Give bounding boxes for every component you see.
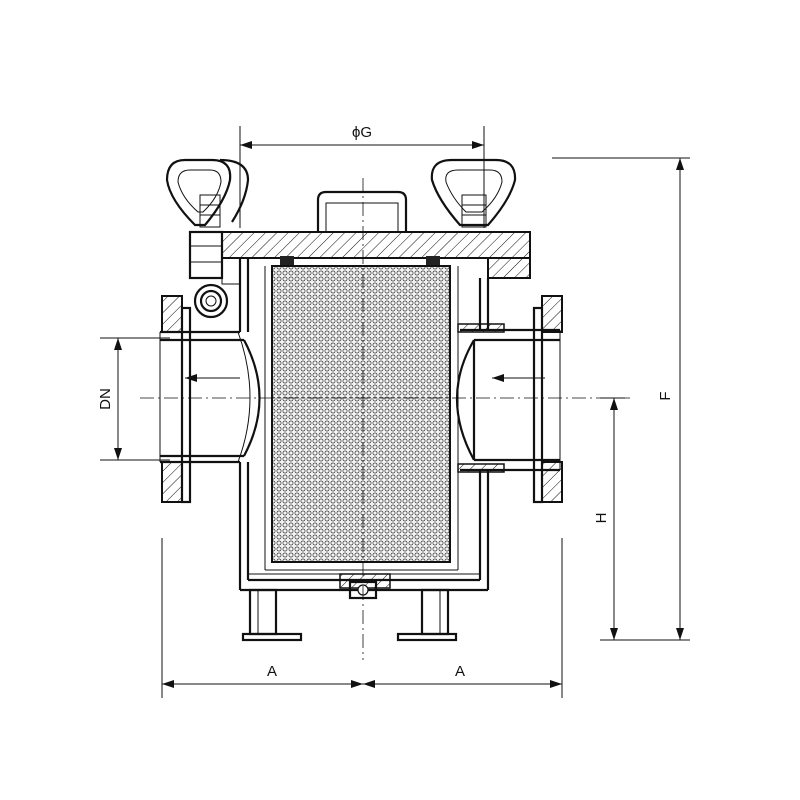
dimension-dn: DN [97, 337, 170, 461]
label-h: H [593, 513, 610, 524]
cover-handle-inner [325, 202, 399, 232]
mesh-basket [264, 265, 459, 571]
dimension-phi-g: ϕG [239, 124, 485, 228]
label-a-left: A [267, 663, 277, 680]
right-lifting-handle [430, 158, 517, 228]
dimension-f: F [552, 157, 690, 641]
center-lines [140, 178, 630, 660]
cover-handle [316, 190, 408, 232]
dimension-h: H [593, 397, 625, 640]
label-phi-g: ϕG [352, 124, 372, 141]
cover-plate [221, 231, 531, 279]
drain-plug [339, 573, 391, 600]
clamp-bolt [188, 230, 241, 319]
inlet-nozzle [159, 295, 261, 504]
left-lifting-handle [165, 158, 250, 228]
support-legs [241, 588, 458, 642]
outlet-nozzle [455, 295, 563, 504]
label-a-right: A [455, 663, 465, 680]
label-f: F [657, 391, 674, 400]
dimension-a: A A [161, 538, 563, 698]
label-dn: DN [97, 388, 114, 410]
flow-arrows [185, 374, 545, 382]
